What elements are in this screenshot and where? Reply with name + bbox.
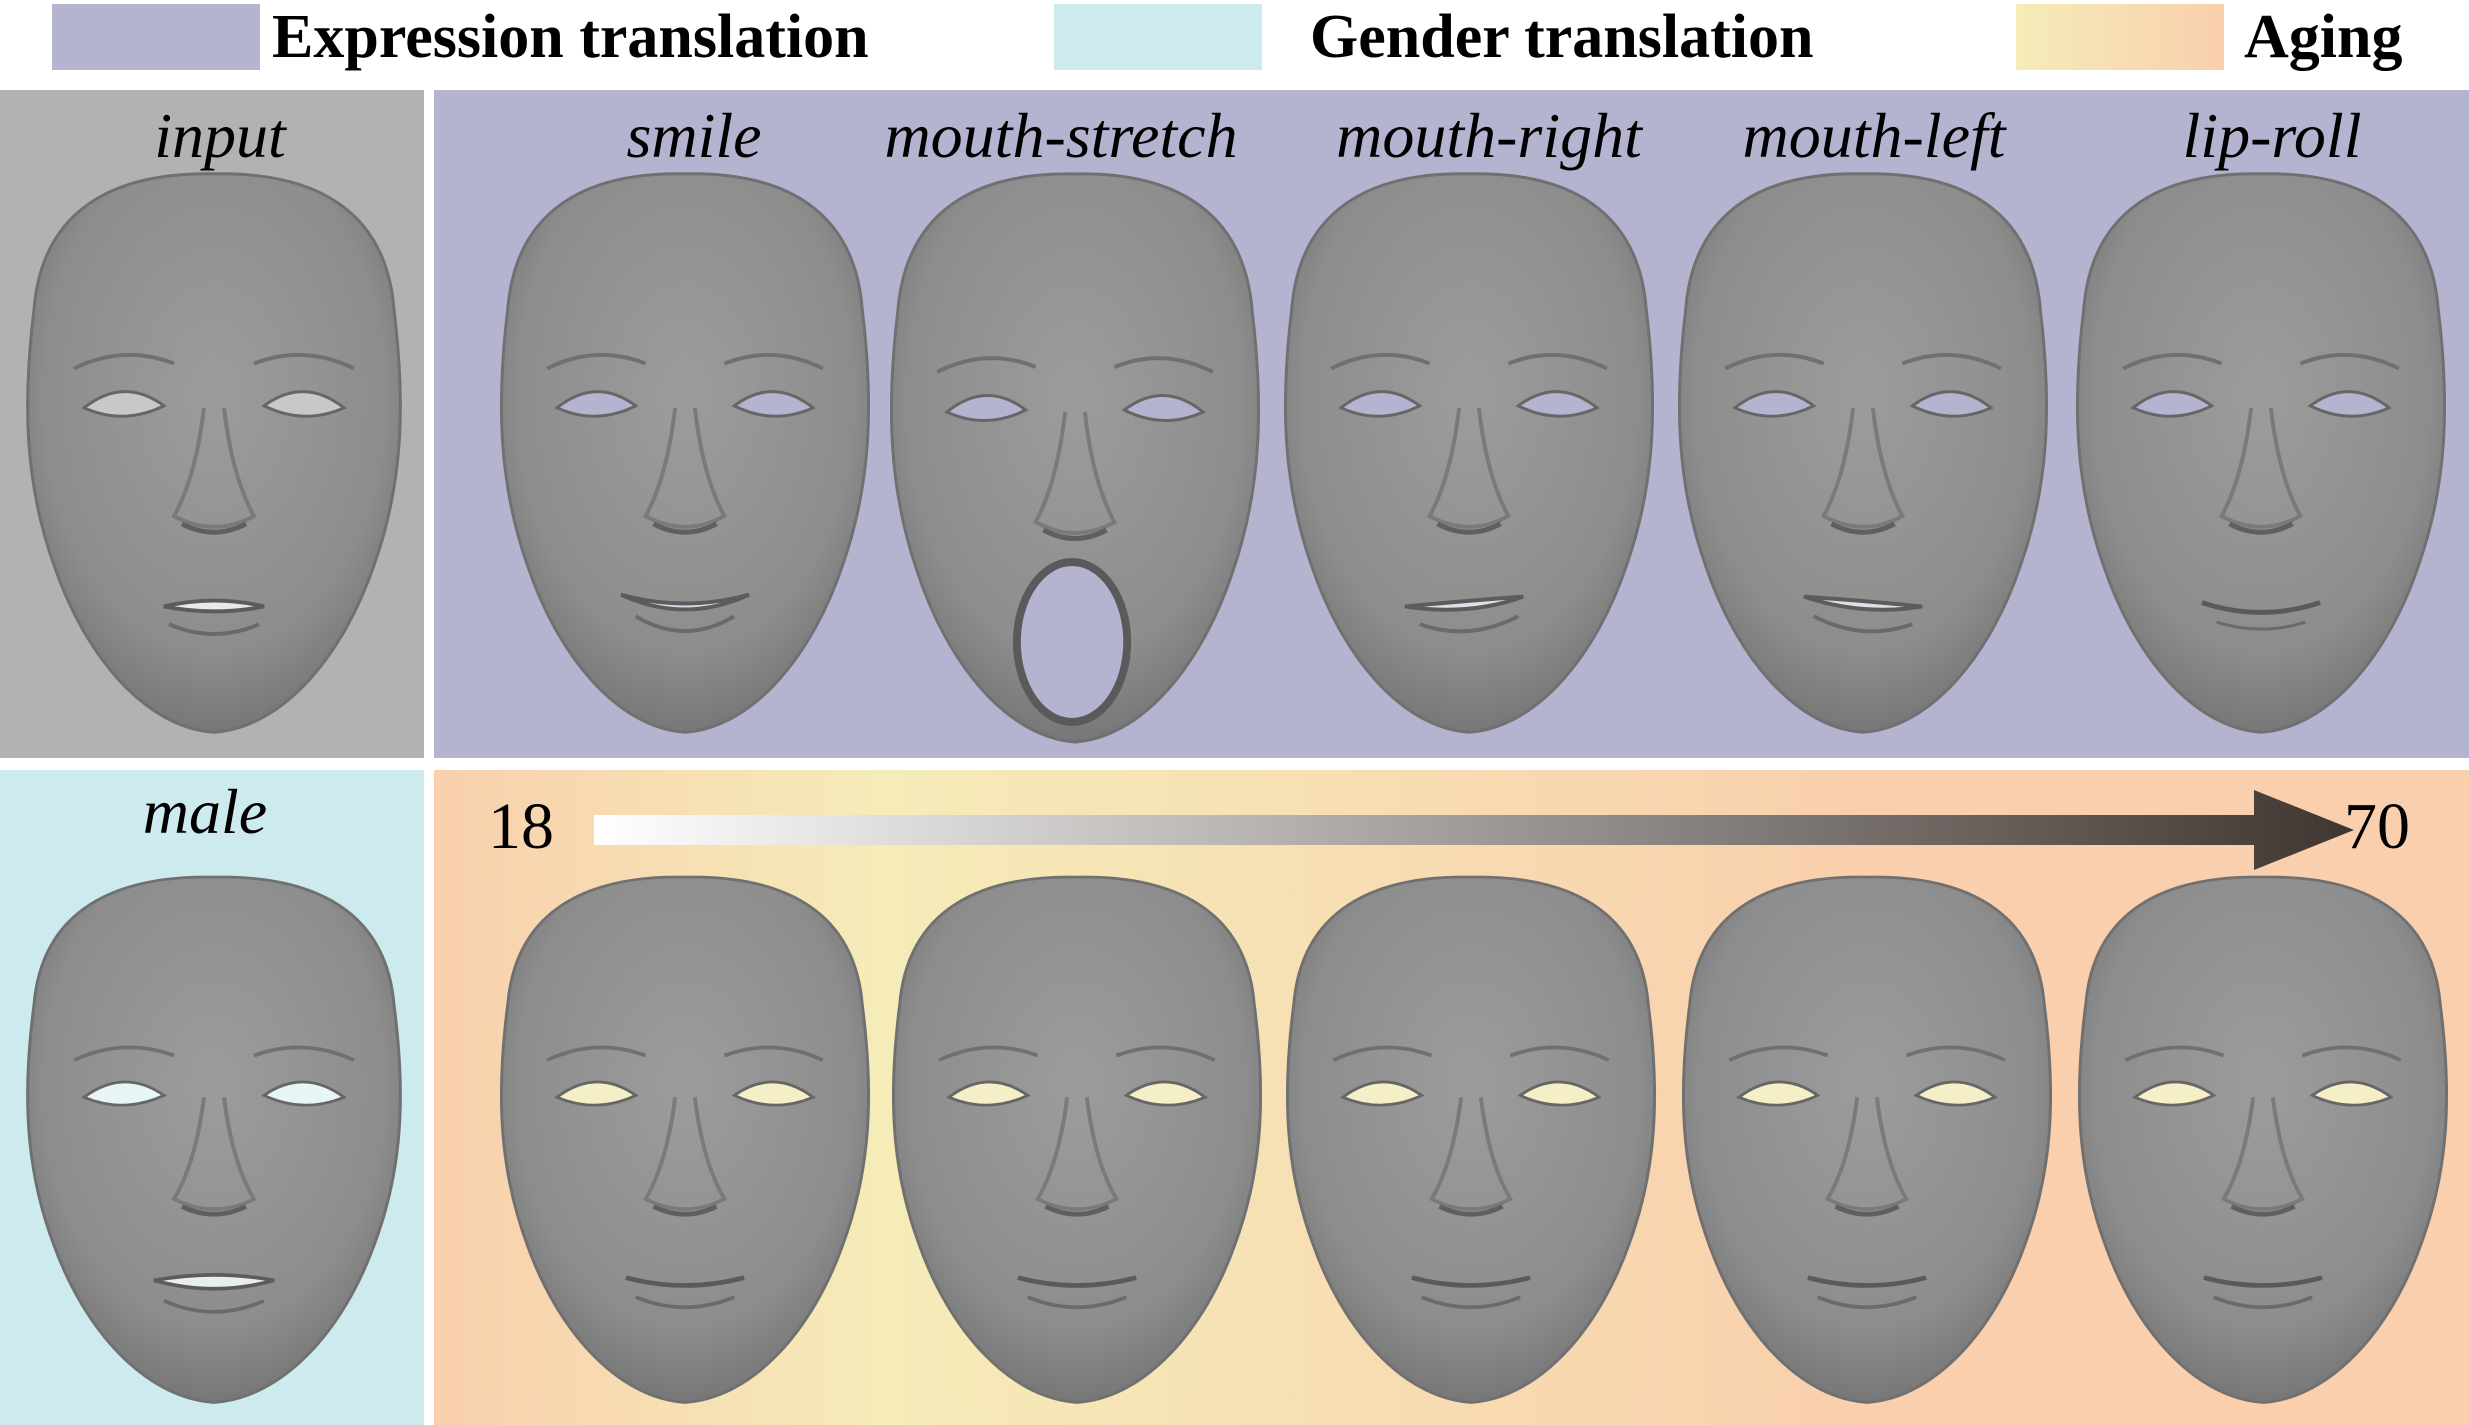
face-mesh	[1272, 162, 1666, 752]
caption-male: male	[142, 776, 268, 847]
aging-panel: 18 70	[434, 770, 2469, 1425]
caption-lip-roll: lip-roll	[2182, 100, 2362, 171]
age-end-label: 70	[2344, 790, 2410, 863]
age-start-label: 18	[488, 790, 554, 863]
legend-label-aging: Aging	[2244, 3, 2403, 71]
face-mesh	[1666, 162, 2060, 752]
face-mesh	[1670, 866, 2064, 1421]
face-mesh	[2066, 866, 2460, 1421]
face-mesh	[878, 162, 1272, 758]
face-mesh	[1274, 866, 1668, 1421]
face-mesh	[488, 866, 882, 1421]
legend-label-gender: Gender translation	[1310, 3, 1814, 71]
face-mesh	[14, 866, 414, 1421]
caption-mouth-right: mouth-right	[1336, 100, 1642, 171]
input-panel: input	[0, 90, 424, 758]
caption-mouth-left: mouth-left	[1742, 100, 2006, 171]
caption-mouth-stretch: mouth-stretch	[884, 100, 1238, 171]
gender-translation-panel: male	[0, 770, 424, 1425]
face-mesh	[880, 866, 1274, 1421]
caption-input: input	[154, 100, 286, 171]
legend-swatch-expression	[52, 4, 260, 70]
legend: Expression translation Gender translatio…	[0, 0, 2469, 78]
face-mesh	[14, 162, 414, 752]
legend-swatch-aging	[2016, 4, 2224, 70]
caption-smile: smile	[626, 100, 762, 171]
expression-translation-panel: smile mouth-stretch mouth-right mouth-le…	[434, 90, 2469, 758]
age-arrow	[594, 790, 2354, 870]
face-mesh	[2064, 162, 2458, 752]
legend-swatch-gender	[1054, 4, 1262, 70]
face-mesh	[488, 162, 882, 752]
legend-label-expression: Expression translation	[272, 3, 869, 71]
